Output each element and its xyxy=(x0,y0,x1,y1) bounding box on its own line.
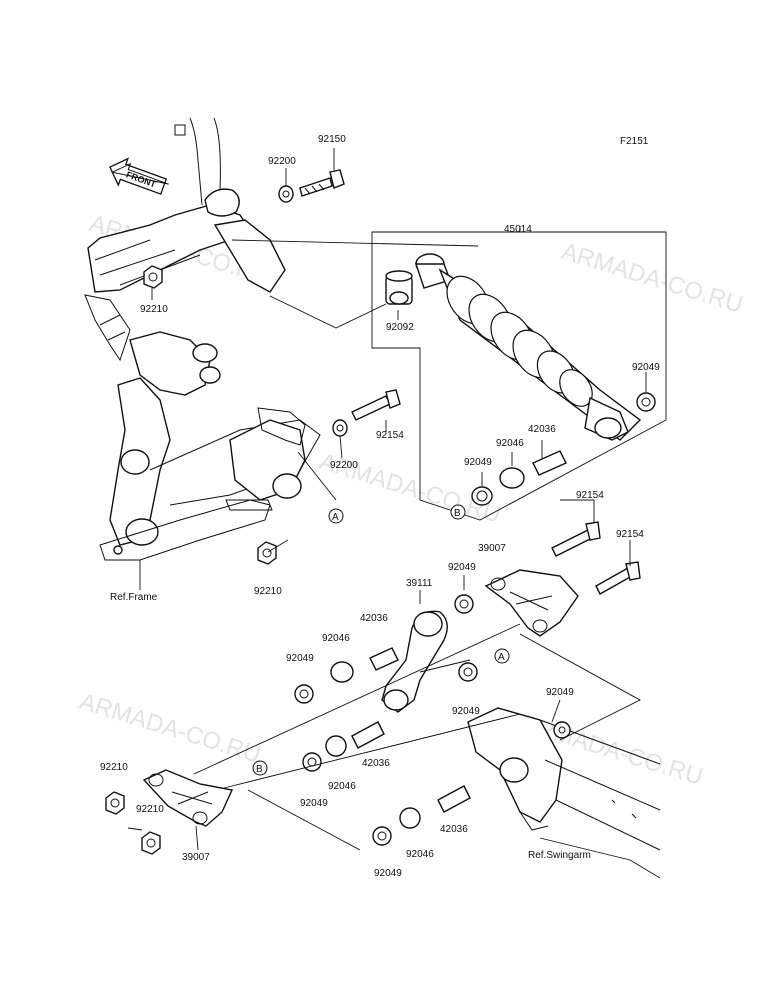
label-92049: 92049 xyxy=(464,457,492,468)
label-92049: 92049 xyxy=(286,653,314,664)
collar-42036-rocker xyxy=(369,647,399,671)
label-92154: 92154 xyxy=(576,490,604,501)
swingarm-drawing xyxy=(467,707,661,851)
tie-rod-39007-left xyxy=(142,769,234,827)
label-92150: 92150 xyxy=(318,134,346,145)
label-92049: 92049 xyxy=(546,687,574,698)
label-39007: 39007 xyxy=(478,543,506,554)
bolt-92154-right2 xyxy=(595,561,641,595)
callout-a-letter: A xyxy=(332,512,339,523)
label-45014: 45014 xyxy=(504,224,532,235)
callout-b-letter: B xyxy=(454,508,461,519)
watermark-text: ARMADA-CO.RU xyxy=(76,688,264,769)
label-42036: 42036 xyxy=(528,424,556,435)
ref-swingarm-label: Ref.Swingarm xyxy=(528,850,591,861)
washer-92049-mid xyxy=(302,752,322,772)
label-42036: 42036 xyxy=(362,758,390,769)
callout-b-letter: B xyxy=(256,764,263,775)
label-92049: 92049 xyxy=(632,362,660,373)
frame-drawing xyxy=(84,117,321,561)
washer-92049-rocker-right xyxy=(458,662,478,682)
label-39007: 39007 xyxy=(182,852,210,863)
label-92046: 92046 xyxy=(328,781,356,792)
rocker-arm-39111 xyxy=(381,610,471,713)
label-92092: 92092 xyxy=(386,322,414,333)
nut-92210-frame xyxy=(257,541,277,565)
label-92200: 92200 xyxy=(268,156,296,167)
bolt-92154-upper xyxy=(351,389,401,421)
label-42036: 42036 xyxy=(360,613,388,624)
washer-92049-rocker-left xyxy=(294,684,314,704)
label-92046: 92046 xyxy=(496,438,524,449)
bolt-92154-right1 xyxy=(551,521,601,557)
bearing-92046-mid xyxy=(325,735,347,757)
label-92049: 92049 xyxy=(452,706,480,717)
label-39111: 39111 xyxy=(406,578,433,589)
collar-42036-mid xyxy=(351,721,385,749)
shock-absorber xyxy=(385,253,656,506)
label-92200: 92200 xyxy=(330,460,358,471)
watermark-text: ARMADA-CO.RU xyxy=(558,238,746,319)
label-92049: 92049 xyxy=(300,798,328,809)
label-92210: 92210 xyxy=(254,586,282,597)
label-92210: 92210 xyxy=(136,804,164,815)
washer-92200-mid xyxy=(332,419,348,437)
figure-code: F2151 xyxy=(620,136,649,147)
label-92049: 92049 xyxy=(448,562,476,573)
label-92046: 92046 xyxy=(406,849,434,860)
bolt-92150 xyxy=(299,169,345,197)
label-92049: 92049 xyxy=(374,868,402,879)
ref-frame-label: Ref.Frame xyxy=(110,592,158,603)
label-92154: 92154 xyxy=(376,430,404,441)
callout-a-lower: A xyxy=(494,648,510,664)
label-92154: 92154 xyxy=(616,529,644,540)
nut-92210-top xyxy=(143,265,163,289)
label-92046: 92046 xyxy=(322,633,350,644)
label-92210: 92210 xyxy=(100,762,128,773)
leader-lines xyxy=(127,148,667,879)
front-arrow-icon: FRONT xyxy=(109,157,169,195)
washer-92049-rocker-top xyxy=(454,594,474,614)
collar-42036-low xyxy=(437,785,471,813)
nut-92210-left1 xyxy=(105,791,125,815)
callout-b-upper: B xyxy=(450,504,466,520)
callout-a-upper: A xyxy=(328,508,344,524)
callout-b-lower: B xyxy=(252,760,268,776)
nut-92210-left2 xyxy=(141,831,161,855)
label-42036: 42036 xyxy=(440,824,468,835)
bearing-92046-low xyxy=(399,807,421,829)
label-92210: 92210 xyxy=(140,304,168,315)
tie-rod-39007-right xyxy=(484,569,579,637)
washer-92200-top xyxy=(278,185,294,203)
callout-a-letter: A xyxy=(498,652,505,663)
part-labels: 92150 92200 45014 92210 92092 92049 9215… xyxy=(100,134,660,879)
bearing-92046-rocker xyxy=(330,661,354,683)
washer-92049-low xyxy=(372,826,392,846)
